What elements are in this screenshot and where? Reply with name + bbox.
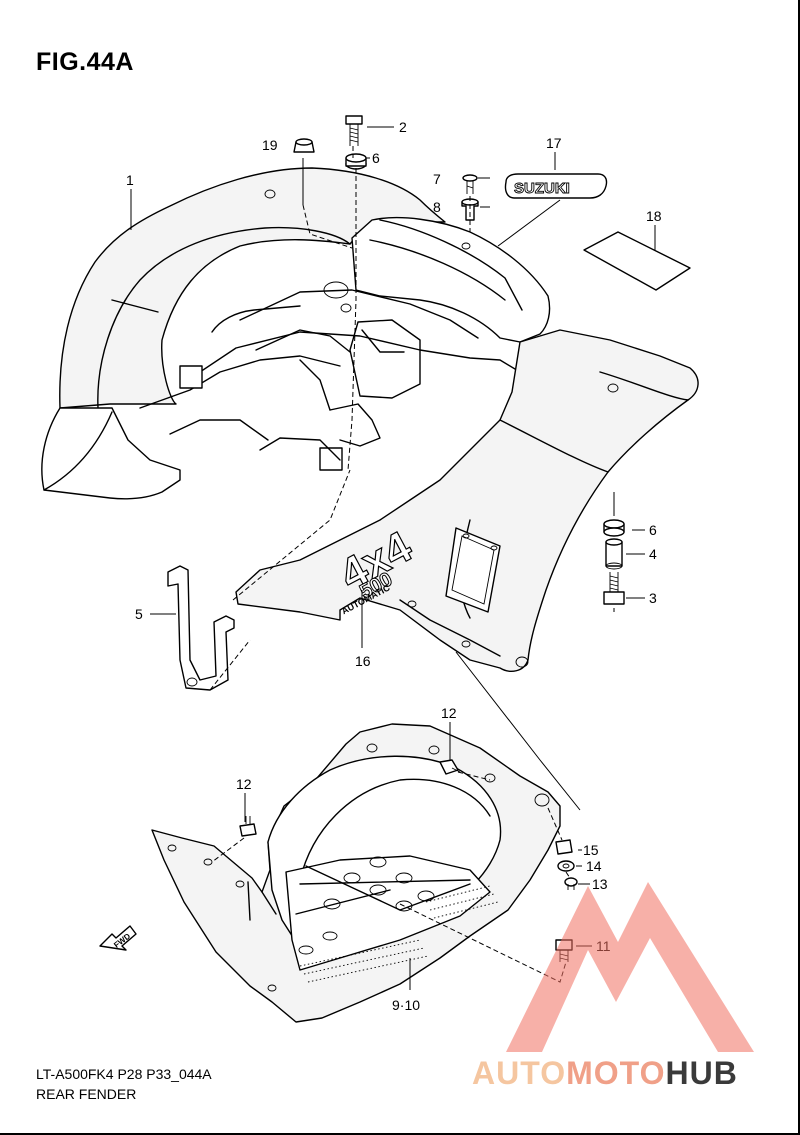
callout-4: 4	[649, 546, 657, 562]
clip-part-12-upper[interactable]	[439, 759, 461, 775]
forward-direction-arrow: FWD	[99, 925, 137, 951]
callout-7: 7	[433, 171, 441, 187]
watermark-text: AUTOMOTOHUB	[472, 1055, 738, 1092]
callout-3: 3	[649, 590, 657, 606]
callout-17: 17	[546, 135, 562, 151]
screw-part-7[interactable]	[462, 174, 478, 194]
bolt-part-2[interactable]	[345, 115, 363, 146]
spacer-part-4[interactable]	[605, 538, 623, 570]
callout-6-top: 6	[372, 150, 380, 166]
logo-triangle-mark	[506, 882, 754, 1052]
suzuki-emblem-part-17[interactable]: SUZUKI	[504, 173, 608, 199]
washer-part-14[interactable]	[557, 860, 575, 872]
callout-14: 14	[586, 858, 602, 874]
rear-fender-part-1[interactable]	[41, 167, 699, 672]
footer-diagram-code: LT-A500FK4 P28 P33_044A	[36, 1066, 212, 1082]
watermark-auto: AUTO	[472, 1055, 567, 1091]
callout-5: 5	[135, 606, 143, 622]
callout-13: 13	[592, 876, 608, 892]
callout-8: 8	[433, 199, 441, 215]
callout-16: 16	[355, 653, 371, 669]
callout-2: 2	[399, 119, 407, 135]
callout-1: 1	[126, 172, 134, 188]
automotohub-logo	[506, 882, 754, 1052]
bolt-part-15[interactable]	[555, 839, 573, 855]
mud-guard-part-9-10[interactable]	[151, 723, 561, 1023]
callout-12-left: 12	[236, 776, 252, 792]
callout-18: 18	[646, 208, 662, 224]
bracket-part-5[interactable]	[167, 565, 235, 691]
watermark-moto: MOTO	[566, 1055, 666, 1091]
footer-assembly-name: REAR FENDER	[36, 1086, 137, 1102]
suzuki-emblem-text: SUZUKI	[514, 180, 570, 197]
clip-part-12-left[interactable]	[239, 816, 257, 837]
nut-part-19[interactable]	[293, 138, 315, 153]
callout-9-10: 9·10	[392, 997, 420, 1013]
bolt-part-3[interactable]	[603, 572, 625, 605]
callout-12-upper: 12	[441, 705, 457, 721]
screw-part-13[interactable]	[564, 877, 578, 890]
figure-title: FIG.44A	[36, 48, 134, 76]
callout-19: 19	[262, 137, 278, 153]
label-part-18[interactable]	[583, 231, 691, 291]
leader-lines	[130, 126, 656, 990]
grommet-part-6-right[interactable]	[603, 519, 625, 537]
grommet-part-6-top[interactable]	[345, 153, 367, 170]
callout-6-right: 6	[649, 522, 657, 538]
watermark-hub: HUB	[665, 1055, 738, 1091]
callout-15: 15	[583, 842, 599, 858]
